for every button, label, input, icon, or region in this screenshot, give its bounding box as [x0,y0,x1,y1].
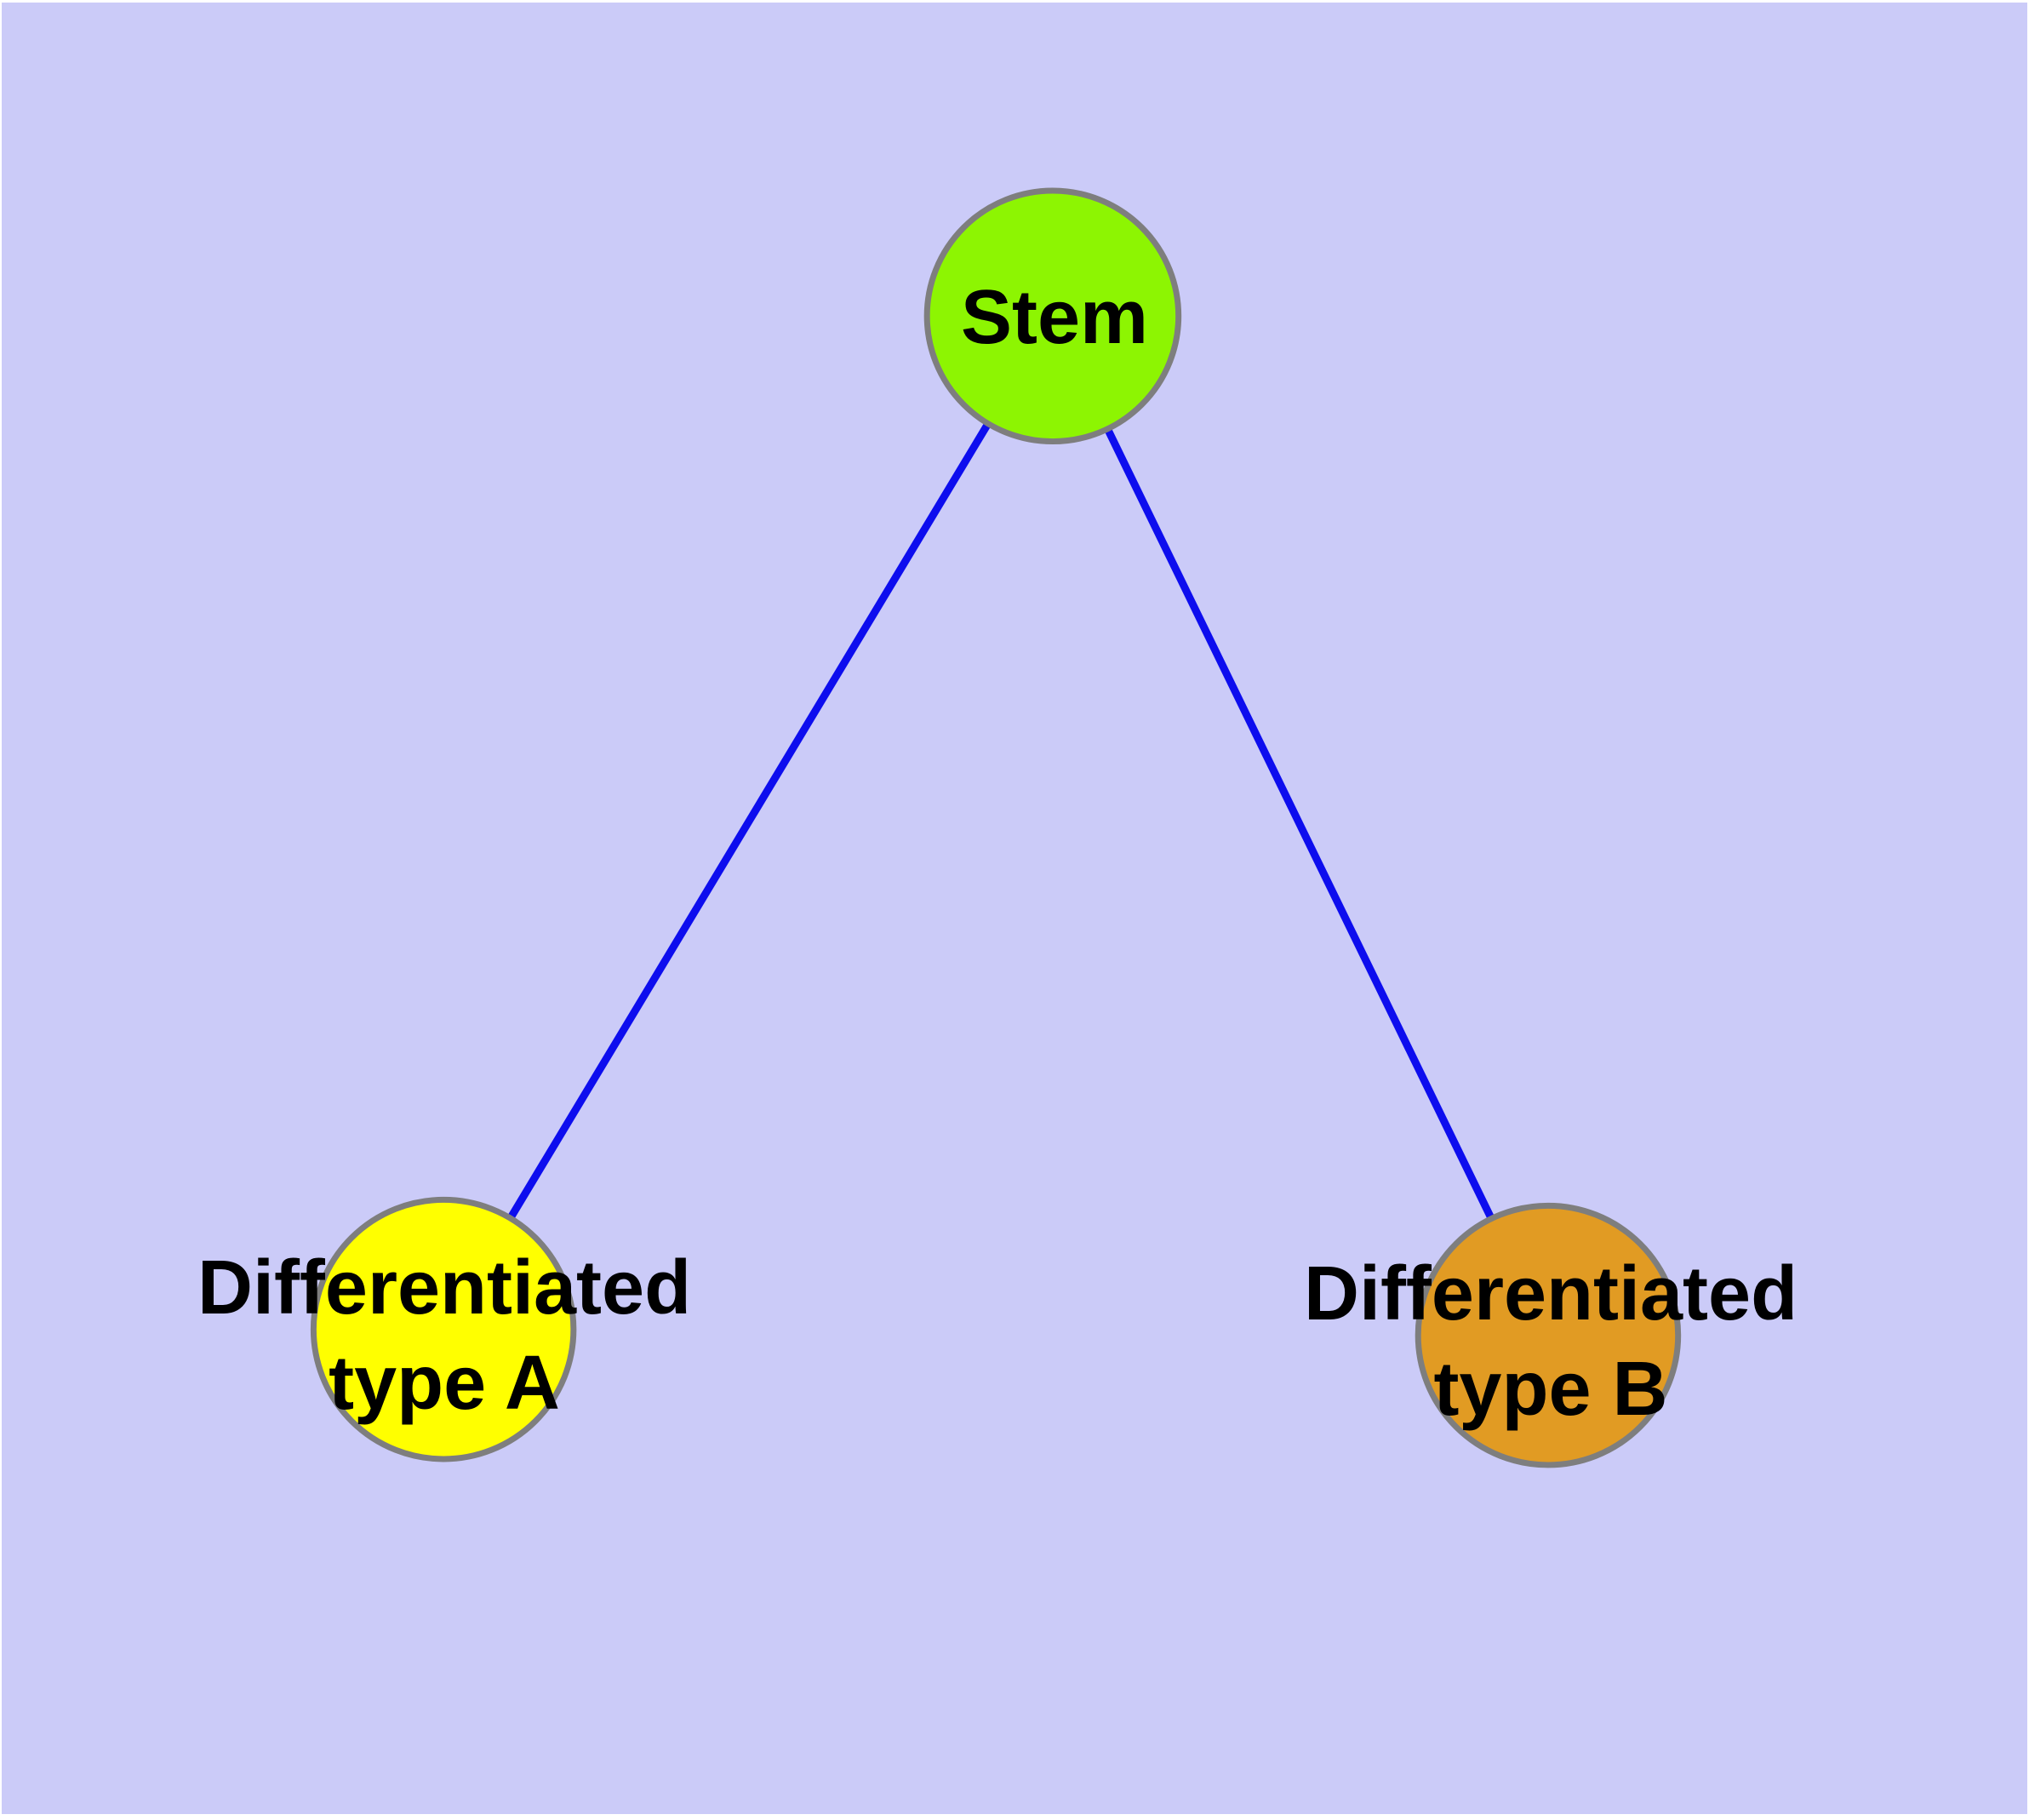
node-type-b-circle[interactable] [1415,1202,1682,1468]
node-label-stem: Stem [961,270,1148,365]
edge-stem-to-type-a [440,313,1056,1331]
node-label-text: Differentiated [197,1245,692,1331]
node-stem-circle[interactable] [923,187,1182,445]
node-label-text: type A [329,1341,560,1426]
diagram-canvas: Stem Differentiated type A Differentiate… [2,3,2027,1814]
edge-stem-to-type-b [1049,314,1552,1337]
graph-svg [310,187,1682,1468]
node-type-a-circle[interactable] [310,1196,577,1462]
node-label-differentiated-type-a: Differentiated type A [197,1240,691,1431]
node-label-text: Differentiated [1303,1251,1798,1336]
node-label-differentiated-type-b: Differentiated type B [1304,1246,1798,1437]
node-label-text: Stem [960,275,1149,360]
node-label-text: type B [1433,1347,1668,1432]
